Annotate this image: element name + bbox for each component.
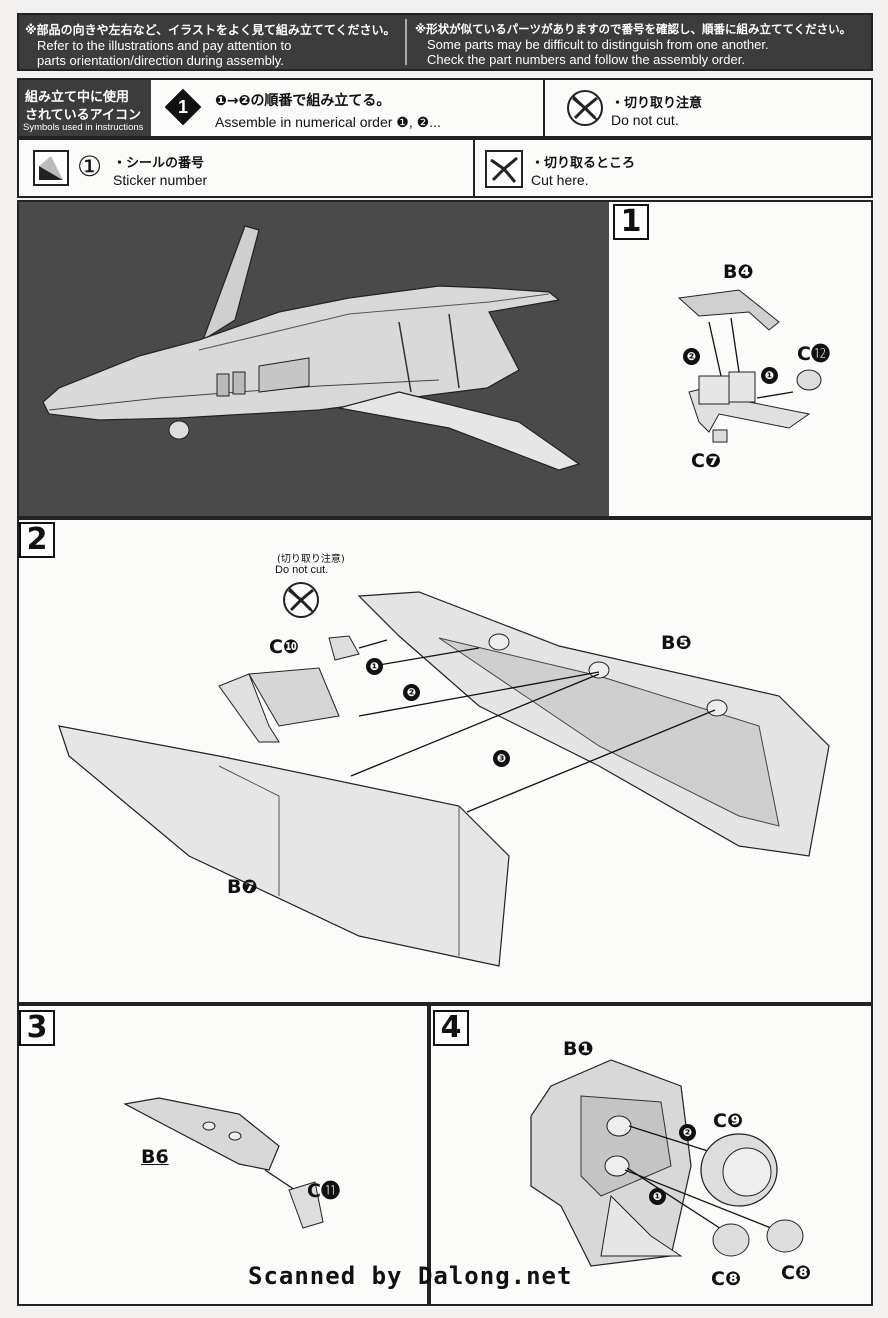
step-4-part-c8-a: C❽ bbox=[711, 1268, 742, 1290]
legend-title-jp-2: されているアイコン bbox=[25, 108, 141, 123]
watermark: Scanned by Dalong.net bbox=[248, 1262, 573, 1290]
step-1-part-b4: B❹ bbox=[723, 261, 754, 283]
step-4-order-1: ❶ bbox=[649, 1188, 666, 1205]
cut-icon bbox=[485, 150, 523, 188]
step-2-diagram bbox=[58, 591, 830, 967]
step-2-number: 2 bbox=[19, 522, 55, 558]
header-right-en-2: Check the part numbers and follow the as… bbox=[427, 52, 745, 67]
nocut-jp: ・切り取り注意 bbox=[611, 96, 703, 111]
cut-jp: ・切り取るところ bbox=[531, 156, 636, 171]
step-2-nocut-icon bbox=[283, 582, 319, 618]
sticker-en: Sticker number bbox=[113, 172, 208, 188]
step-4-number: 4 bbox=[433, 1010, 469, 1046]
legend-title-block: 組み立て中に使用 されているアイコン Symbols used in instr… bbox=[19, 80, 151, 136]
step-2-part-b7: B❼ bbox=[227, 876, 258, 898]
sticker-icon bbox=[33, 150, 69, 186]
step-4-part-c8-b: C❽ bbox=[781, 1262, 812, 1284]
header-bar: ※部品の向きや左右など、イラストをよく見て組み立ててください。 Refer to… bbox=[17, 13, 873, 71]
step-2-note-en: Do not cut. bbox=[275, 564, 329, 576]
step-1-part-c7: C❼ bbox=[691, 450, 722, 472]
step-4-part-c9: C❾ bbox=[713, 1110, 744, 1132]
step-2-panel: 2 (切り取り注意) Do not cut. C❿ B❺ B❼ ❶ ❷ ❸ bbox=[17, 518, 873, 1004]
step-4-order-2: ❷ bbox=[679, 1124, 696, 1141]
nocut-en: Do not cut. bbox=[611, 112, 679, 128]
step-3-number: 3 bbox=[19, 1010, 55, 1046]
step-2-note-jp: (切り取り注意) bbox=[277, 554, 345, 565]
header-right-en-1: Some parts may be difficult to distingui… bbox=[427, 37, 769, 52]
legend-title-jp-1: 組み立て中に使用 bbox=[25, 90, 130, 105]
ship-photo bbox=[19, 202, 609, 516]
header-left-jp: ※部品の向きや左右など、イラストをよく見て組み立ててください。 bbox=[25, 23, 396, 37]
ship-illustration bbox=[42, 225, 581, 471]
legend-row-1: 組み立て中に使用 されているアイコン Symbols used in instr… bbox=[17, 78, 873, 138]
step-3-part-c11: C⓫ bbox=[307, 1180, 340, 1202]
header-right-jp: ※形状が似ているパーツがありますので番号を確認し、順番に組み立ててください。 bbox=[415, 22, 852, 36]
order-jp: ❶→❷の順番で組み立てる。 bbox=[215, 93, 391, 109]
step-4-part-b1: B❶ bbox=[563, 1038, 594, 1060]
header-left-en-2: parts orientation/direction during assem… bbox=[37, 53, 284, 68]
step-1-number: 1 bbox=[613, 204, 649, 240]
legend-divider-2 bbox=[473, 140, 475, 196]
legend-divider bbox=[543, 80, 545, 136]
step-2-part-b5: B❺ bbox=[661, 632, 692, 654]
order-icon-number: 1 bbox=[177, 97, 188, 117]
nocut-icon bbox=[565, 88, 605, 128]
header-left: ※部品の向きや左右など、イラストをよく見て組み立ててください。 Refer to… bbox=[25, 21, 425, 68]
step-3-diagram bbox=[123, 1097, 324, 1229]
header-left-en-1: Refer to the illustrations and pay atten… bbox=[37, 38, 292, 53]
step-4-diagram bbox=[530, 1059, 804, 1267]
step-3-part-b6: B6 bbox=[141, 1146, 169, 1168]
step-2-part-c10: C❿ bbox=[269, 636, 300, 658]
step-1-order-1: ❶ bbox=[761, 367, 778, 384]
cut-en: Cut here. bbox=[531, 172, 589, 188]
header-divider bbox=[405, 19, 407, 65]
legend-row-2: ① ・シールの番号 Sticker number ・切り取るところ Cut he… bbox=[17, 138, 873, 198]
step-1-panel: 1 B❹ C⓬ C❼ ❷ ❶ bbox=[17, 200, 873, 518]
order-icon: 1 bbox=[164, 88, 202, 126]
sticker-symbol: ① bbox=[77, 151, 103, 182]
legend-title-en: Symbols used in instructions bbox=[23, 122, 144, 133]
step-3-panel: 3 B6 C⓫ bbox=[17, 1004, 429, 1306]
step-1-part-c12: C⓬ bbox=[797, 343, 830, 365]
step-4-panel: 4 B❶ C❾ C❽ C❽ ❷ ❶ bbox=[429, 1004, 873, 1306]
sticker-jp: ・シールの番号 bbox=[113, 156, 205, 171]
step-2-order-3: ❸ bbox=[493, 750, 510, 767]
header-right: ※形状が似ているパーツがありますので番号を確認し、順番に組み立ててください。 S… bbox=[415, 21, 871, 67]
step-1-diagram bbox=[677, 289, 822, 443]
order-en: Assemble in numerical order ❶, ❷... bbox=[215, 114, 441, 130]
step-1-order-2: ❷ bbox=[683, 348, 700, 365]
step-2-order-1: ❶ bbox=[366, 658, 383, 675]
step-2-order-2: ❷ bbox=[403, 684, 420, 701]
